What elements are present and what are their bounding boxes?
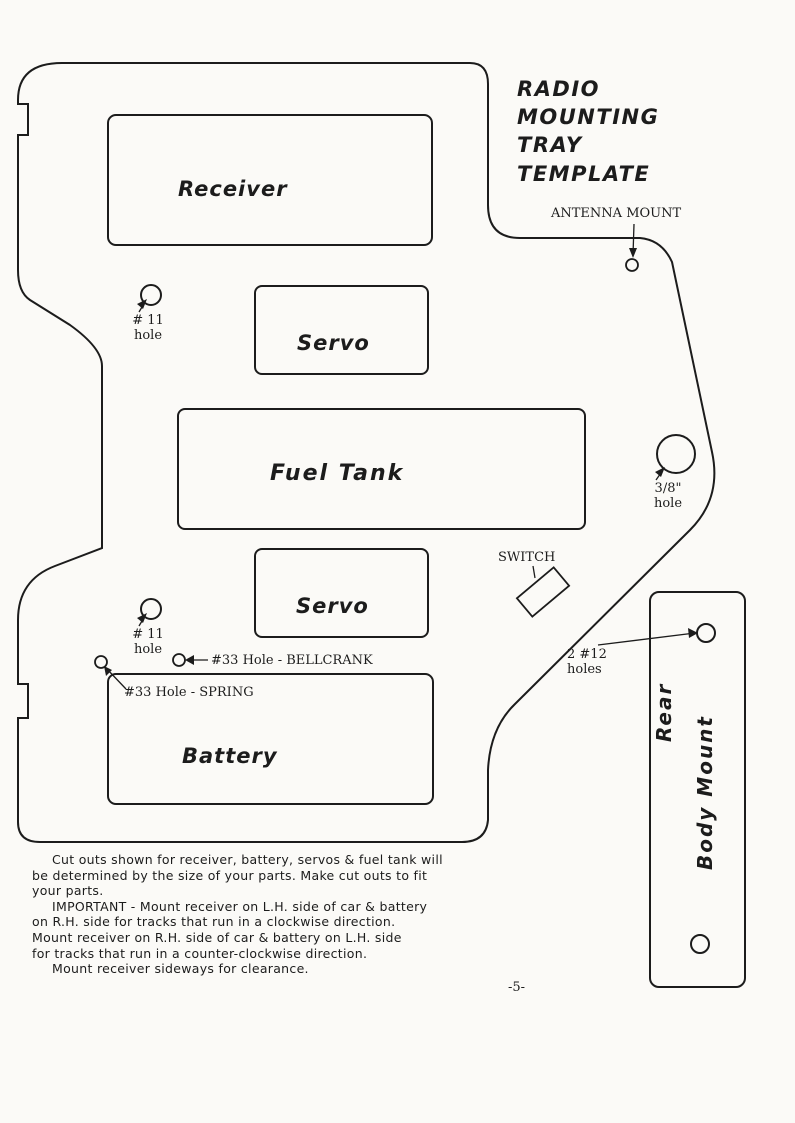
note-line: IMPORTANT - Mount receiver on L.H. side … — [52, 898, 428, 914]
switch-arrow — [532, 565, 536, 579]
spring-hole — [94, 655, 108, 669]
title-line-1: RADIO — [517, 77, 601, 101]
holes-12-word: holes — [567, 662, 602, 677]
switch-label: SWITCH — [498, 550, 556, 565]
note-line: Mount receiver sideways for clearance. — [52, 961, 309, 977]
holes-12-arrow — [597, 632, 696, 646]
rear-body-mount-strip — [649, 591, 746, 988]
hole-11-bottom-label: # 11 hole — [126, 627, 170, 657]
title-line-2: MOUNTING — [517, 105, 660, 129]
bellcrank-label: #33 Hole - BELLCRANK — [211, 653, 373, 668]
antenna-mount-hole — [625, 258, 639, 272]
hole-11-top-label: # 11 hole — [126, 313, 170, 343]
hole-11-top-word: hole — [133, 328, 163, 343]
receiver-label: Receiver — [178, 177, 288, 201]
switch-cutout — [515, 566, 571, 618]
fuel-tank-label: Fuel Tank — [270, 461, 405, 486]
note-line: your parts. — [32, 883, 104, 899]
servo-bottom-cutout — [254, 548, 429, 638]
fuel-tank-cutout — [177, 408, 586, 530]
battery-label: Battery — [182, 744, 278, 768]
note-line: for tracks that run in a counter-clockwi… — [32, 945, 368, 961]
body-mount-hole-top — [696, 623, 716, 643]
antenna-mount-label: ANTENNA MOUNT — [551, 206, 682, 221]
page-number: -5- — [508, 980, 526, 995]
servo-top-cutout — [254, 285, 429, 375]
hole-3-8-size: 3/8" — [654, 481, 682, 496]
servo-bottom-label: Servo — [296, 594, 369, 618]
servo-top-label: Servo — [297, 331, 370, 355]
body-mount-hole-bottom — [690, 934, 710, 954]
note-line: Mount receiver on R.H. side of car & bat… — [32, 929, 402, 945]
instruction-notes: Cut outs shown for receiver, battery, se… — [32, 852, 552, 977]
note-line: on R.H. side for tracks that run in a cl… — [32, 914, 396, 930]
rear-label: Rear — [652, 682, 676, 742]
title-line-3: TRAY — [517, 133, 583, 157]
spring-label: #33 Hole - SPRING — [124, 685, 254, 700]
receiver-cutout — [107, 114, 433, 246]
hole-11-top-number: # 11 — [132, 313, 164, 328]
hole-11-top — [140, 284, 162, 306]
tray-outline — [17, 62, 716, 843]
note-line: be determined by the size of your parts.… — [32, 867, 428, 883]
body-mount-label: Body Mount — [693, 715, 717, 870]
note-line: Cut outs shown for receiver, battery, se… — [52, 852, 443, 867]
holes-12-count: 2 #12 — [567, 647, 607, 662]
hole-11-bottom-word: hole — [133, 642, 163, 657]
hole-11-bottom-number: # 11 — [132, 627, 164, 642]
hole-3-8-label: 3/8" hole — [646, 481, 690, 511]
title-line-4: TEMPLATE — [517, 162, 651, 186]
hole-3-8 — [656, 434, 696, 474]
hole-3-8-word: hole — [653, 496, 683, 511]
holes-12-label: 2 #12 holes — [567, 647, 607, 677]
bellcrank-hole — [172, 653, 186, 667]
hole-11-bottom — [140, 598, 162, 620]
battery-cutout — [107, 673, 434, 805]
